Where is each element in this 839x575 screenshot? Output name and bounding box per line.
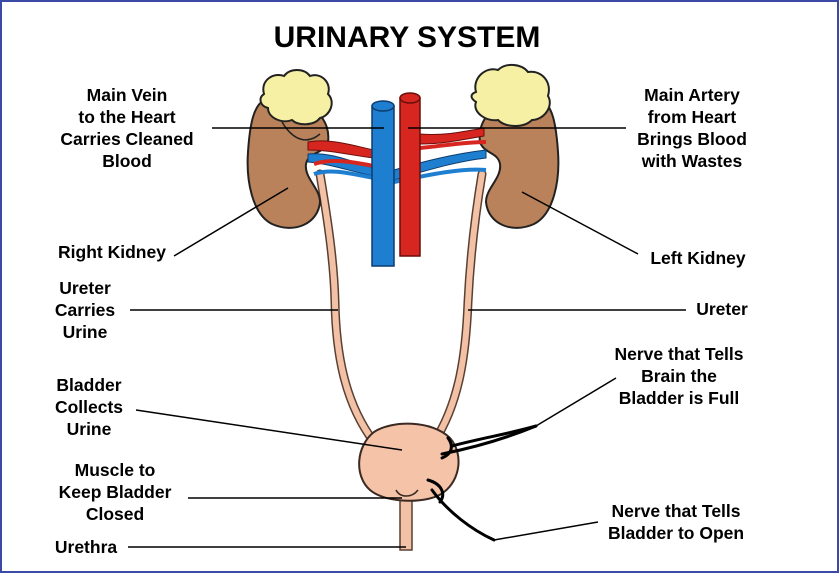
label-main-vein-line3: Carries Cleaned	[60, 129, 193, 149]
label-ureter-right-text: Ureter	[696, 299, 748, 319]
label-nerve-open: Nerve that Tells Bladder to Open	[608, 501, 744, 543]
label-main-vein-line1: Main Vein	[87, 85, 168, 105]
label-muscle: Muscle to Keep Bladder Closed	[59, 460, 172, 524]
right-kidney	[246, 96, 330, 229]
label-ureter-right: Ureter	[696, 299, 748, 319]
ureter-left-kidney	[429, 169, 487, 447]
label-urethra-text: Urethra	[55, 537, 118, 557]
main-artery	[399, 92, 421, 257]
ureter-right-kidney	[315, 169, 379, 447]
label-muscle-line2: Keep Bladder	[59, 482, 172, 502]
label-main-artery-line2: from Heart	[648, 107, 737, 127]
left-adrenal-gland	[470, 64, 551, 127]
nerve-bladder-full	[440, 424, 538, 460]
label-right-kidney-text: Right Kidney	[58, 242, 166, 262]
label-left-kidney-text: Left Kidney	[650, 248, 746, 268]
label-right-kidney: Right Kidney	[58, 242, 166, 262]
label-muscle-line3: Closed	[86, 504, 144, 524]
label-main-artery: Main Artery from Heart Brings Blood with…	[637, 85, 747, 171]
label-bladder: Bladder Collects Urine	[55, 375, 123, 439]
label-bladder-line2: Collects	[55, 397, 123, 417]
renal-veins	[307, 149, 487, 184]
label-main-artery-line3: Brings Blood	[637, 129, 747, 149]
label-ureter-left-line1: Ureter	[59, 278, 111, 298]
label-nerve-full: Nerve that Tells Brain the Bladder is Fu…	[614, 344, 743, 408]
label-main-artery-line1: Main Artery	[644, 85, 740, 105]
main-vein	[371, 100, 395, 267]
label-main-vein-line2: to the Heart	[78, 107, 175, 127]
label-ureter-left: Ureter Carries Urine	[55, 278, 116, 342]
label-nerve-full-line1: Nerve that Tells	[614, 344, 743, 364]
label-ureter-left-line3: Urine	[63, 322, 108, 342]
label-muscle-line1: Muscle to	[75, 460, 156, 480]
label-bladder-line3: Urine	[67, 419, 112, 439]
label-ureter-left-line2: Carries	[55, 300, 116, 320]
label-nerve-open-line2: Bladder to Open	[608, 523, 744, 543]
renal-arteries	[307, 127, 487, 168]
bladder	[358, 422, 460, 502]
label-main-artery-line4: with Wastes	[641, 151, 743, 171]
label-urethra: Urethra	[55, 537, 118, 557]
label-left-kidney: Left Kidney	[650, 248, 746, 268]
nerve-bladder-open	[426, 478, 496, 542]
leader-lines	[128, 127, 686, 548]
right-adrenal-gland	[259, 69, 333, 126]
label-nerve-full-line3: Bladder is Full	[619, 388, 740, 408]
label-main-vein-line4: Blood	[102, 151, 152, 171]
label-nerve-full-line2: Brain the	[641, 366, 717, 386]
label-bladder-line1: Bladder	[56, 375, 121, 395]
bladder-sphincter-muscle	[395, 489, 419, 497]
label-nerve-open-line1: Nerve that Tells	[611, 501, 740, 521]
label-main-vein: Main Vein to the Heart Carries Cleaned B…	[60, 85, 193, 171]
diagram-title: URINARY SYSTEM	[274, 21, 541, 54]
